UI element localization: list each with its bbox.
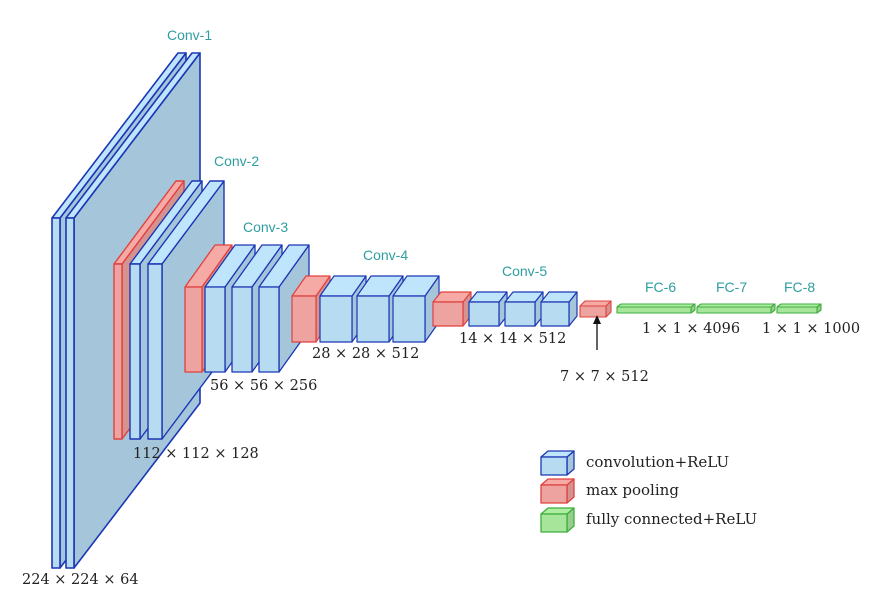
legend-label-fc: fully connected+ReLU	[586, 510, 757, 528]
legend: convolution+ReLU max pooling fully conne…	[540, 450, 757, 533]
legend-label-conv: convolution+ReLU	[586, 453, 729, 471]
dim-label-4096: 1 × 1 × 4096	[642, 321, 740, 337]
legend-swatch-fc	[540, 507, 575, 533]
conv5-layer-2	[504, 291, 544, 327]
pool5-pointer-arrow	[593, 315, 601, 350]
legend-swatch-pool	[540, 478, 575, 504]
stage-label-conv3: Conv-3	[243, 219, 288, 235]
stage-label-conv2: Conv-2	[214, 153, 259, 169]
dim-label-112: 112 × 112 × 128	[133, 446, 259, 462]
stage-label-conv1: Conv-1	[167, 27, 212, 43]
stage-label-conv4: Conv-4	[363, 247, 408, 263]
stage-label-conv5: Conv-5	[502, 263, 547, 279]
dim-label-56: 56 × 56 × 256	[210, 378, 317, 394]
dim-label-7: 7 × 7 × 512	[560, 369, 649, 385]
conv5-layer-3	[540, 291, 578, 327]
legend-swatch-conv	[540, 450, 575, 476]
pool4-layer	[432, 291, 472, 327]
fc7-layer	[696, 303, 776, 314]
conv1-layer-2	[65, 52, 201, 569]
fc6-layer	[616, 303, 696, 314]
conv4-layer-3	[392, 275, 440, 343]
layer-blocks	[51, 52, 822, 569]
conv4-layer-1	[319, 275, 367, 343]
dim-label-224: 224 × 224 × 64	[22, 572, 139, 588]
fc8-layer	[776, 303, 822, 314]
dim-label-28: 28 × 28 × 512	[312, 346, 419, 362]
stage-label-fc7: FC-7	[716, 279, 747, 295]
legend-swatches	[540, 450, 575, 533]
stage-label-fc6: FC-6	[645, 279, 676, 295]
dim-label-1000: 1 × 1 × 1000	[762, 321, 860, 337]
conv5-layer-1	[468, 291, 508, 327]
dim-label-14: 14 × 14 × 512	[459, 331, 566, 347]
pool5-layer	[579, 300, 612, 318]
legend-label-pool: max pooling	[586, 481, 679, 499]
stage-label-fc8: FC-8	[784, 279, 815, 295]
